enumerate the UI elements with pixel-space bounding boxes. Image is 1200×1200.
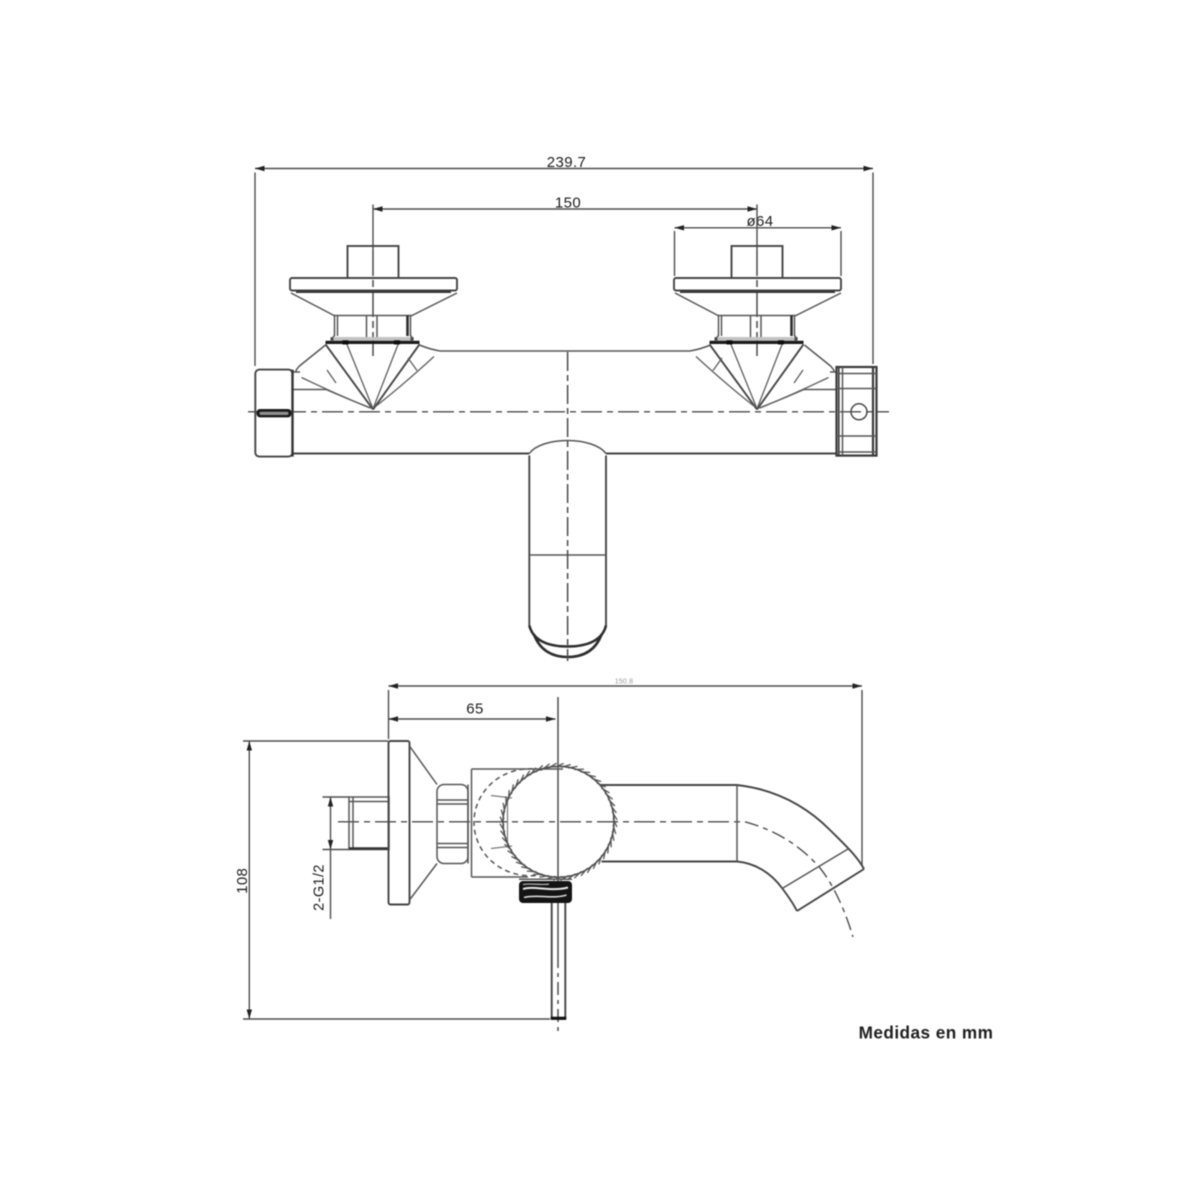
svg-text:65: 65 (466, 700, 484, 717)
svg-text:150.8: 150.8 (615, 679, 634, 686)
svg-text:239.7: 239.7 (547, 154, 587, 171)
svg-text:2-G1/2: 2-G1/2 (312, 864, 328, 911)
svg-text:108: 108 (234, 868, 251, 894)
svg-text:150: 150 (555, 195, 581, 212)
svg-text:Medidas en mm: Medidas en mm (859, 1023, 994, 1043)
svg-text:ø64: ø64 (746, 213, 773, 230)
